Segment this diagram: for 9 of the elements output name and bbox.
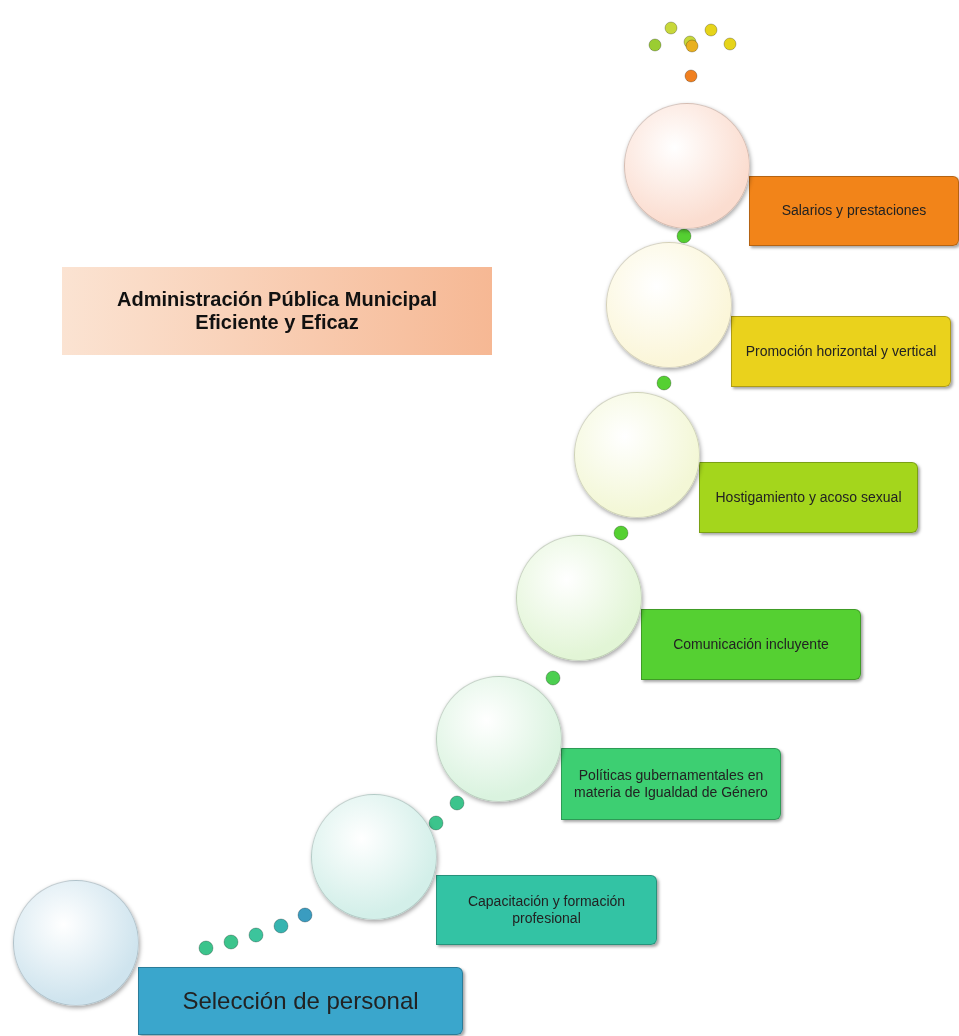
step-bar: Políticas gubernamentales en materia de Igualdad de Género (561, 748, 781, 820)
title-box: Administración Pública Municipal Eficiente y Eficaz (62, 267, 492, 355)
step-bar: Selección de personal (138, 967, 463, 1035)
step-bar: Promoción horizontal y vertical (731, 316, 951, 387)
step-bar: Comunicación incluyente (641, 609, 861, 680)
step-bar: Capacitación y formación profesional (436, 875, 657, 945)
step-circle (311, 794, 437, 920)
step-bar: Salarios y prestaciones (749, 176, 959, 246)
step-bar: Hostigamiento y acoso sexual (699, 462, 918, 533)
